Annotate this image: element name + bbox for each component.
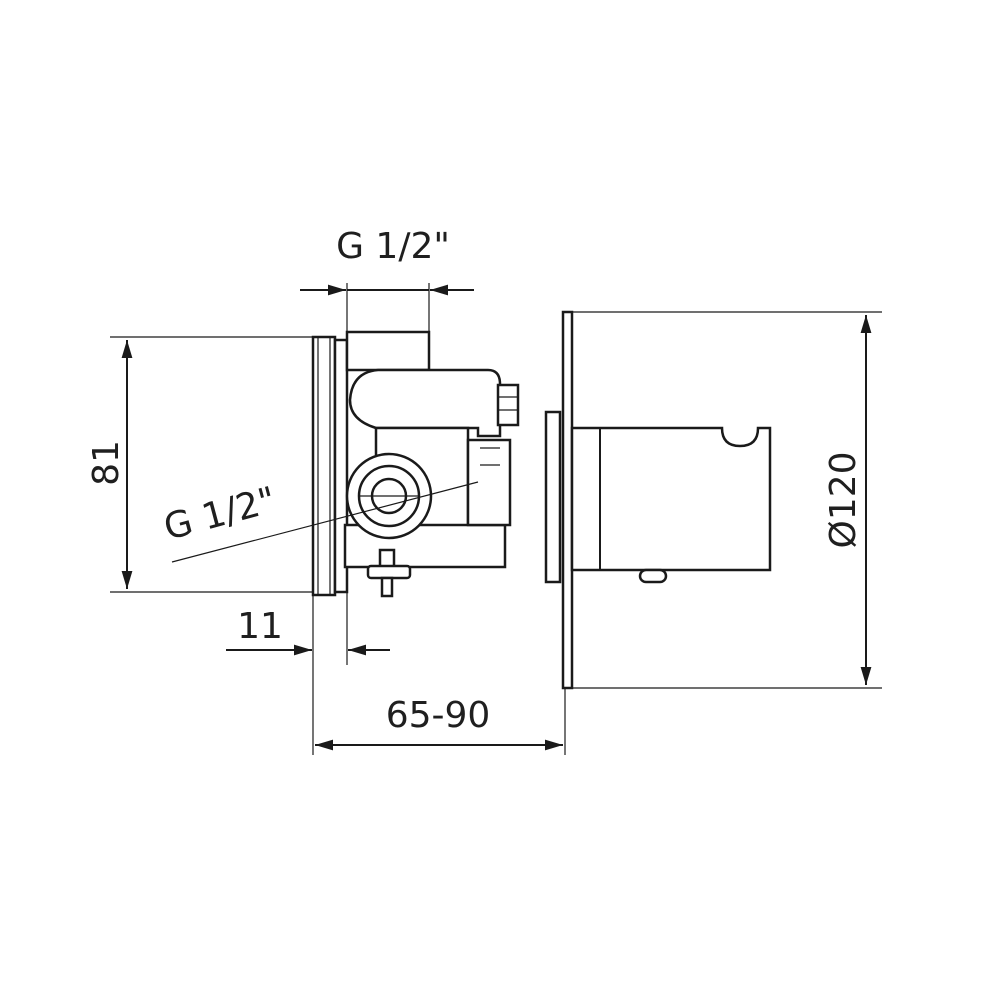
cover-plate — [561, 310, 574, 690]
nut — [496, 383, 520, 427]
top-inlet-pipe — [345, 330, 431, 372]
upper-housing — [348, 368, 502, 438]
escutcheon-collar — [544, 410, 562, 584]
dimension-lines — [110, 283, 882, 755]
handle — [570, 426, 772, 572]
valve-body — [311, 310, 772, 690]
offset-label: 11 — [237, 606, 283, 647]
mounting-plate — [311, 335, 337, 597]
depth-label: 65-90 — [386, 695, 491, 736]
diameter-label: Ø120 — [823, 451, 864, 548]
drain-plug-tip — [380, 576, 394, 598]
thread-leader — [171, 481, 479, 563]
handle-button — [638, 568, 668, 584]
height-label: 81 — [86, 440, 127, 486]
top-thread-label: G 1/2" — [336, 226, 450, 267]
drain-plug — [366, 564, 412, 580]
